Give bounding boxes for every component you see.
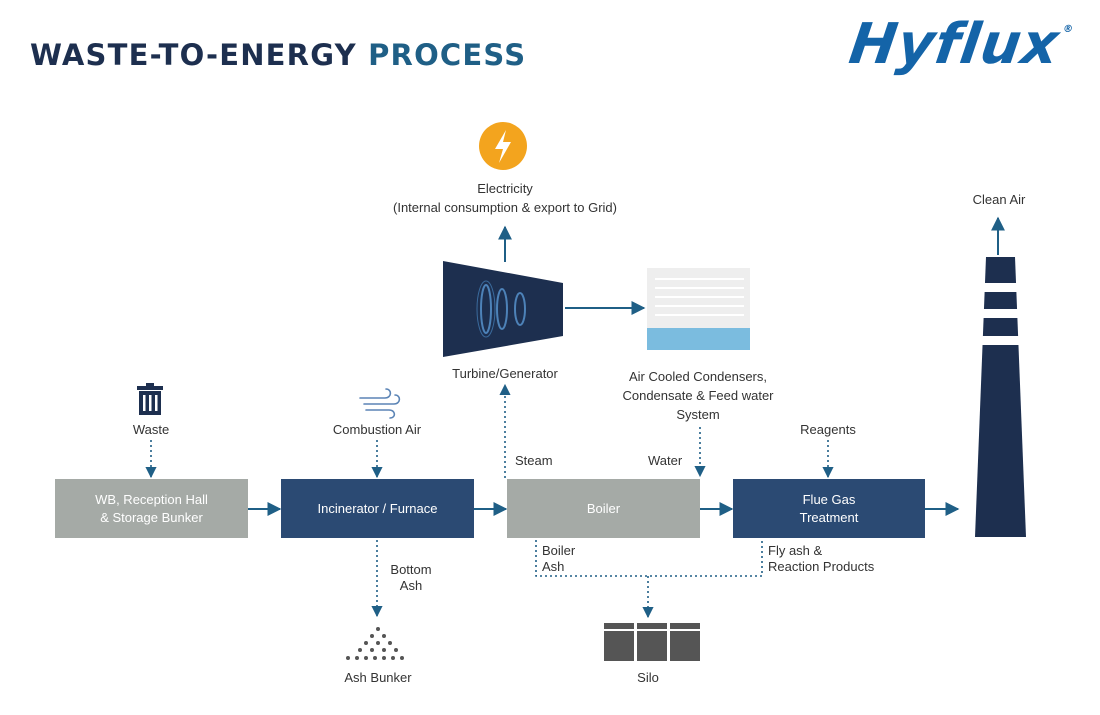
label-silo: Silo [637,670,659,685]
label-electricity-line1: Electricity [477,181,533,196]
label-electricity-line2: (Internal consumption & export to Grid) [393,200,617,215]
label-boiler-ash: Boiler Ash [542,543,575,575]
label-water: Water [648,453,683,468]
box-reception-hall: WB, Reception Hall & Storage Bunker [55,479,248,538]
label-bottom-ash-line2: Ash [399,578,423,593]
page-title: WASTE-TO-ENERGY PROCESS [30,38,526,72]
line-residue-collector [535,540,763,577]
label-condensers-line3: System [676,407,720,422]
label-bottom-ash-line1: Bottom [390,562,432,577]
air-cooled-condenser-icon [647,268,750,350]
label-clean-air: Clean Air [972,192,1026,207]
box-boiler: Boiler [507,479,700,538]
label-condensers-line2: Condensate & Feed water [622,388,774,403]
silo-icon [604,623,700,661]
label-fly-ash: Fly ash & Reaction Products [768,543,874,575]
label-boiler-ash-line2: Ash [542,559,565,574]
label-combustion-air: Combustion Air [332,422,422,437]
title-part-1: WASTE-TO-ENERGY [30,38,369,72]
chimney-stack-icon [975,257,1026,537]
trash-bin-icon [137,383,163,415]
label-fly-ash-line1: Fly ash & [768,543,823,558]
label-bottom-ash: Bottom Ash [381,562,441,594]
label-reagents: Reagents [800,422,856,437]
label-boiler-ash-line1: Boiler [542,543,576,558]
label-turbine-generator: Turbine/Generator [452,366,558,381]
ash-pile-icon [346,627,404,660]
box-reception-hall-label: WB, Reception Hall & Storage Bunker [95,491,208,525]
label-waste: Waste [132,422,170,437]
label-condensers: Air Cooled Condensers, Condensate & Feed… [598,367,798,424]
label-condensers-line1: Air Cooled Condensers, [628,369,768,384]
label-electricity: Electricity (Internal consumption & expo… [355,181,655,216]
wind-icon [359,388,401,419]
box-incinerator-label: Incinerator / Furnace [317,500,438,516]
label-ash-bunker: Ash Bunker [344,670,412,685]
box-flue-gas-treatment: Flue Gas Treatment [733,479,925,538]
label-fly-ash-line2: Reaction Products [768,559,875,574]
box-incinerator: Incinerator / Furnace [281,479,474,538]
title-part-2: PROCESS [368,38,527,72]
box-flue-gas-label: Flue Gas Treatment [799,491,859,525]
lightning-bolt-icon [479,122,527,170]
turbine-generator-icon [443,261,563,357]
label-steam: Steam [515,453,553,468]
box-boiler-label: Boiler [586,500,621,516]
